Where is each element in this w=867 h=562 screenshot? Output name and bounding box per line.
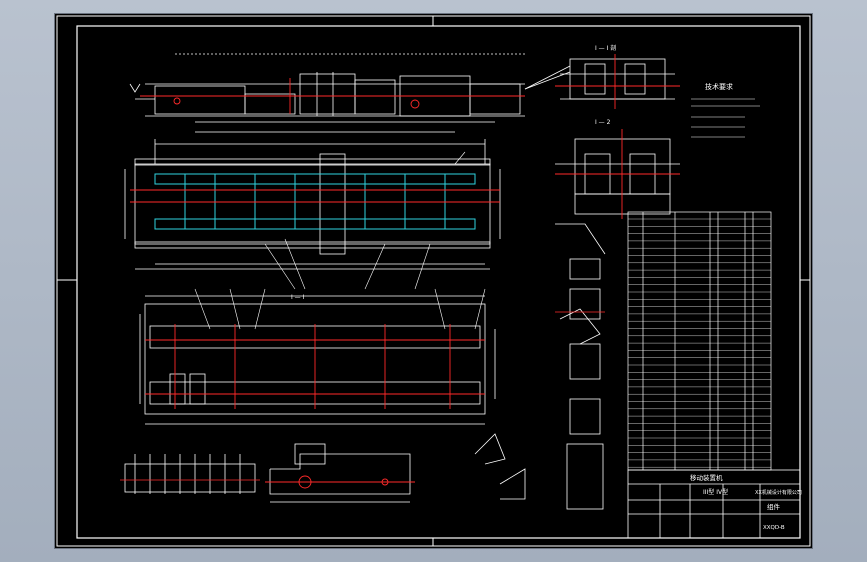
drawing-number: XXQD-B	[763, 525, 785, 531]
lower-plan-leaders	[194, 288, 486, 330]
company-name: XX机械设计有限公司	[755, 489, 802, 496]
parts-list-table	[627, 211, 772, 471]
section-view-mid-red	[555, 129, 680, 219]
lower-plan-red	[145, 324, 485, 409]
detail-part-center	[269, 443, 411, 503]
cad-viewport[interactable]: I — I 剖 I — 2 I — I 技术要求 移动装置机 III型 IV型 …	[54, 13, 813, 549]
right-part-details	[555, 223, 606, 510]
section-label-2: I — 2	[595, 119, 611, 126]
plan-view-frame	[124, 131, 501, 270]
plan-leaders	[264, 151, 466, 290]
small-brackets	[474, 433, 526, 500]
title-line-2: III型 IV型	[703, 488, 728, 496]
elevation-view	[129, 53, 571, 123]
tech-requirements-lines	[691, 98, 760, 138]
cad-drawing: I — I 剖 I — 2 I — I 技术要求 移动装置机 III型 IV型 …	[56, 15, 811, 547]
elevation-red	[140, 78, 525, 114]
detail-part-left	[124, 454, 256, 494]
section-label-1: I — I 剖	[595, 44, 616, 52]
section-view-top	[560, 58, 675, 100]
title-block	[627, 469, 801, 539]
section-label-plan: I — I	[291, 294, 305, 301]
plan-view-red	[130, 189, 500, 203]
tech-requirements-title: 技术要求	[705, 82, 733, 91]
centering-marks	[57, 16, 810, 546]
material-label: 组件	[767, 502, 781, 511]
drawing-border-outer	[56, 15, 811, 547]
drawing-border-inner	[76, 25, 801, 539]
detail-part-center-red	[265, 475, 415, 489]
plan-view-cyan	[154, 173, 476, 230]
section-view-top-red	[555, 54, 680, 109]
section-view-mid	[555, 138, 680, 215]
title-line-1: 移动装置机	[690, 473, 723, 482]
parts-list-rows	[628, 218, 771, 468]
